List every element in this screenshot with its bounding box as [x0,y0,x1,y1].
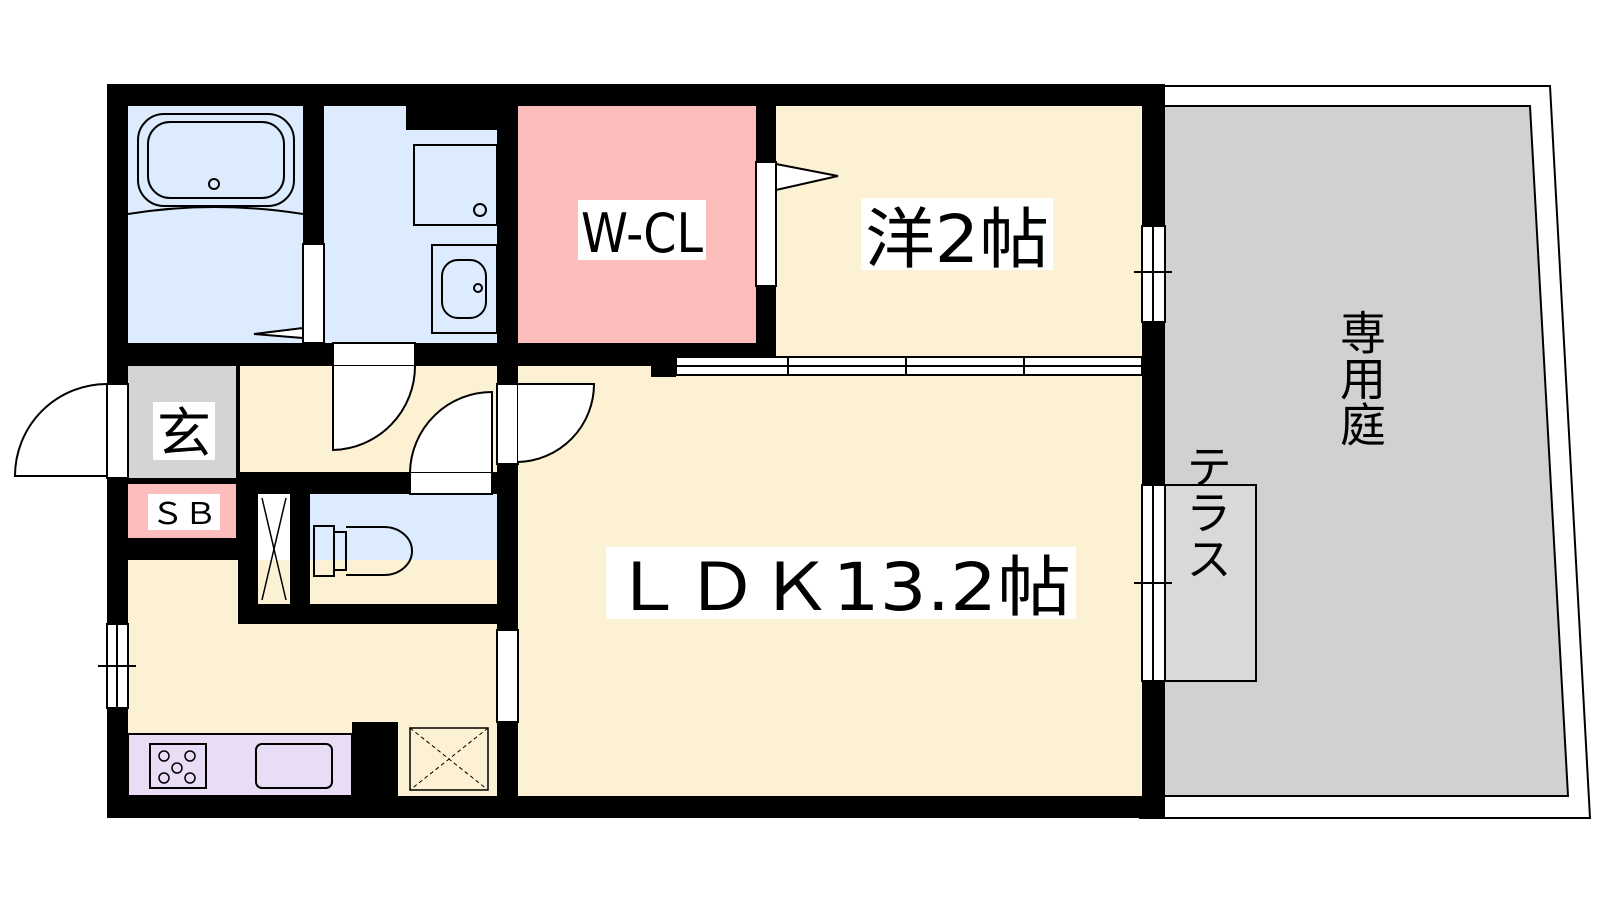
wall-upper-horizontal [128,343,518,366]
basin-outer [431,244,498,334]
bathroom-floor [128,106,303,343]
washroom-door-gap [332,342,416,367]
sliding-partition-post [651,355,676,377]
burner-2 [184,750,196,762]
toilet-tank-inner [333,531,347,571]
basin-drain [473,283,483,293]
wall-toilet-left [238,472,258,624]
wcl-door-wedge [775,162,839,192]
wcl-label: W-CL [581,202,703,265]
fridge-space [409,727,489,791]
ldk-door-gap [496,383,519,465]
shoe-box-label-bg [148,494,220,530]
washer-space [413,144,498,226]
toilet-door-gap [409,471,493,495]
wall-wcl-bottom [518,343,776,358]
private-garden-label: 専用庭 [1333,309,1387,447]
burner-1 [158,750,170,762]
bathtub-inner [147,121,285,199]
western-room-label: 洋2帖 [865,201,1049,278]
burner-3 [171,762,183,774]
entrance-door-swing [13,383,108,477]
ldk-label-bg [606,547,1076,619]
entrance-label: 玄 [157,402,211,465]
burner-4 [158,772,170,784]
bathroom-door-wedge [253,326,304,340]
fridge-x-2 [409,727,489,791]
bath-floor-line [127,206,304,215]
wall-sb-top [128,478,238,484]
stove [149,743,207,789]
entrance-door-leaf [106,383,129,479]
burner-5 [184,772,196,784]
kitchen-sink [255,743,333,789]
western-label-bg [861,198,1053,270]
basin-inner [441,259,487,319]
wall-toilet-bottom [238,604,497,624]
wall-entrance-right [236,366,240,478]
storage-x-2 [261,497,287,601]
wall-kitchen-pillar [352,722,398,796]
wall-storage-right [290,494,310,604]
terrace-area [1155,484,1257,682]
shoe-box-label: ＳＢ [151,497,217,532]
bathtub-drain [208,178,220,190]
bathtub-outer [137,113,295,207]
kitchen-ldk-opening [496,629,519,723]
toilet-bowl [346,526,413,576]
toilet-door-swing [409,390,493,473]
ldk-label: ＬＤＫ13.2帖 [611,549,1071,626]
bathroom-door-gap [302,243,325,344]
entrance-label-bg [153,402,215,460]
wall-sb-bottom [128,538,238,560]
wcl-label-bg [578,200,706,260]
washroom-wall-notch [406,106,497,130]
terrace-label: テラス [1179,443,1233,581]
washroom-door-swing [332,365,416,452]
wcl-door-gap [755,161,777,287]
ldk-door-swing [517,383,596,463]
washer-drain [473,203,487,217]
